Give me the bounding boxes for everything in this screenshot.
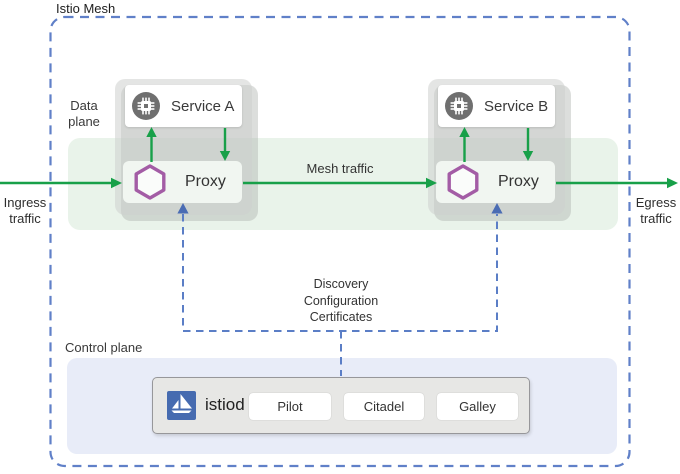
- chip-icon: [132, 92, 160, 120]
- istio-mesh-title: Istio Mesh: [56, 1, 116, 16]
- component-pilot: Pilot: [249, 393, 331, 420]
- discovery-config-certificates-label: Discovery Configuration Certificates: [303, 277, 379, 324]
- ingress-traffic-label: Ingress traffic: [3, 195, 47, 226]
- proxy-a-label: Proxy: [185, 173, 226, 190]
- data-plane-label: Data plane: [68, 98, 100, 130]
- component-galley: Galley: [437, 393, 518, 420]
- istio-sail-icon: [167, 391, 196, 420]
- proxy-b-label: Proxy: [498, 173, 539, 190]
- proxy-b-box: Proxy: [436, 161, 555, 203]
- mesh-traffic-label: Mesh traffic: [306, 161, 374, 176]
- service-a-label: Service A: [171, 97, 235, 115]
- service-b-label: Service B: [484, 97, 549, 115]
- istiod-box: istiod Pilot Citadel Galley: [152, 377, 530, 434]
- istiod-label: istiod: [205, 395, 245, 414]
- service-b-box: Service B: [438, 85, 555, 127]
- egress-traffic-label: Egress traffic: [635, 195, 677, 226]
- chip-icon: [445, 92, 473, 120]
- hexagon-icon: [447, 164, 479, 200]
- proxy-a-box: Proxy: [123, 161, 242, 203]
- control-plane-label: Control plane: [65, 340, 143, 355]
- hexagon-icon: [134, 164, 166, 200]
- component-citadel: Citadel: [344, 393, 424, 420]
- service-a-box: Service A: [125, 85, 242, 127]
